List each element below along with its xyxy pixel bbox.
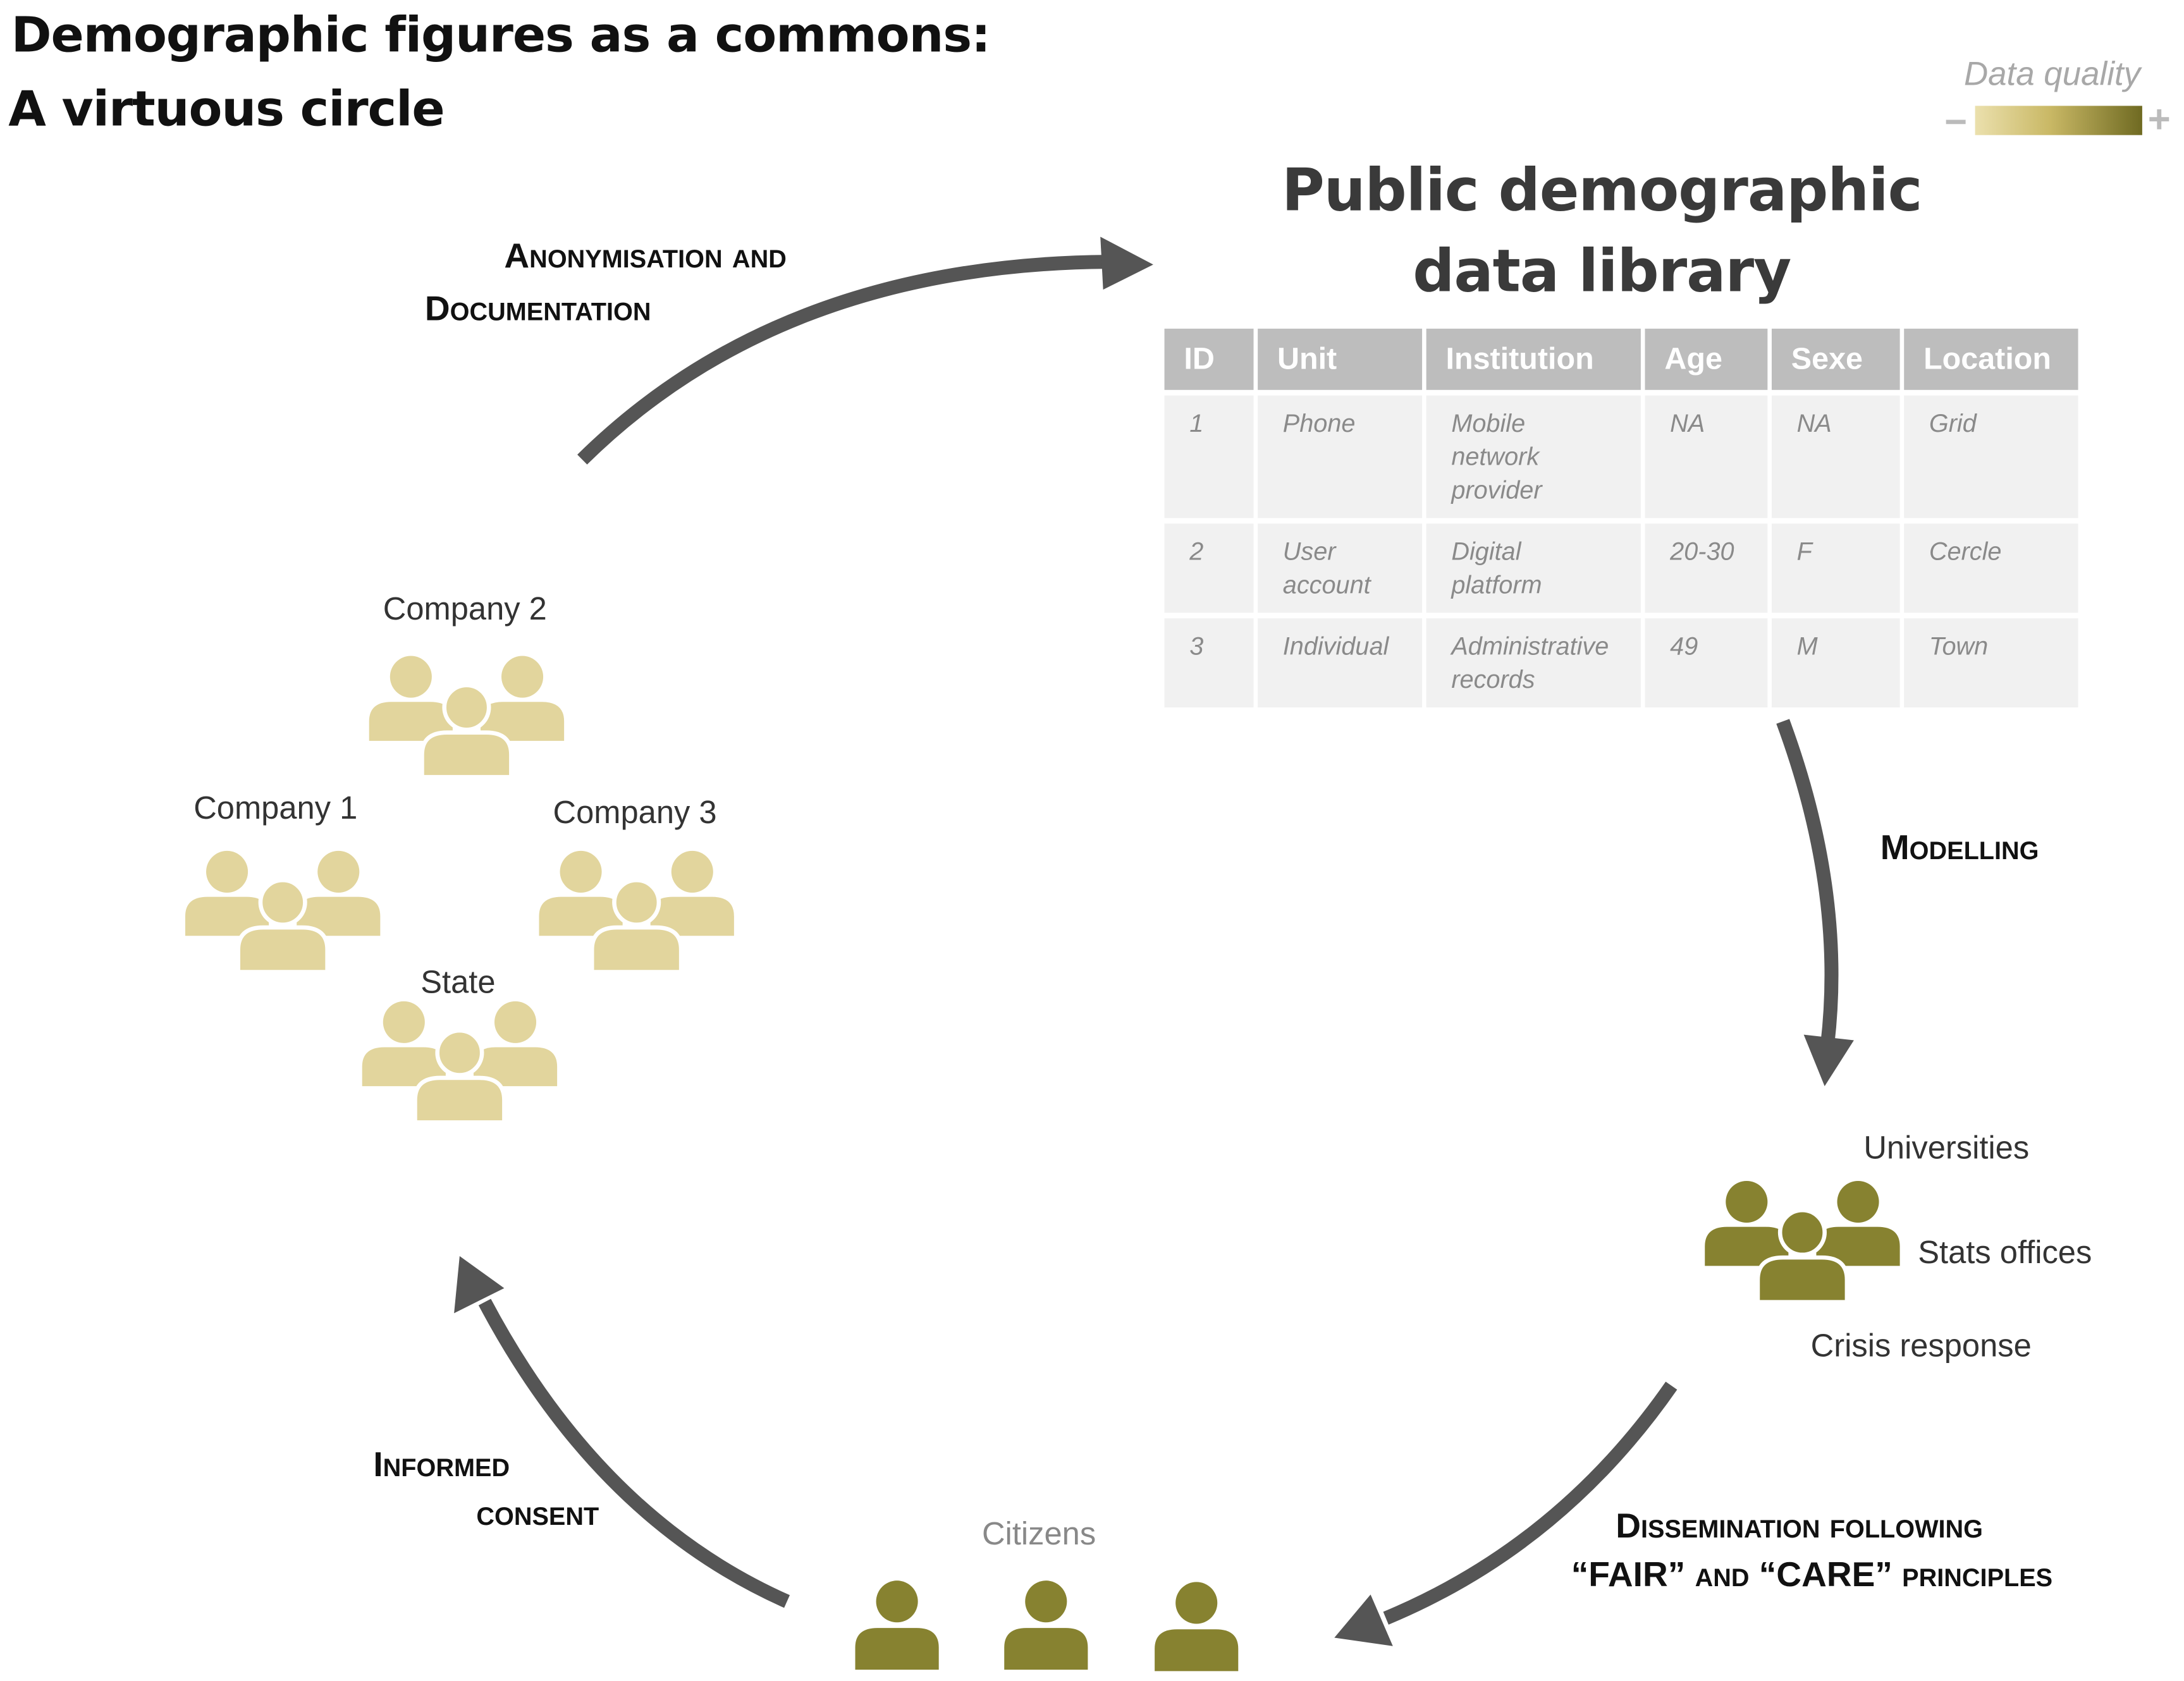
table-cell: User account [1258, 523, 1423, 613]
arrow-anonymisation [577, 255, 1108, 465]
table-cell: 2 [1164, 523, 1254, 613]
data-quality-label: Data quality [1963, 56, 2141, 94]
table-cell: Cercle [1904, 523, 2078, 613]
page-title-line1: Demographic figures as a commons: [11, 8, 991, 64]
table-header-row: ID Unit Institution Age Sexe Location [1164, 328, 2078, 390]
step-anonymisation-line2: Documentation [424, 290, 651, 329]
state-people-icon [362, 1001, 557, 1123]
arrowhead-icon [1334, 1594, 1393, 1646]
table-row: 2 User account Digital platform 20-30 F … [1164, 523, 2078, 613]
users-people-icon [1705, 1181, 1899, 1302]
column-header: Sexe [1771, 328, 1900, 390]
column-header: Unit [1258, 328, 1423, 390]
arrow-dissemination [1383, 1381, 1678, 1625]
arrow-modelling [1776, 719, 1839, 1046]
column-header: Location [1904, 328, 2078, 390]
table-cell: M [1771, 618, 1900, 708]
minus-icon: − [1944, 100, 1968, 144]
table-row: 3 Individual Administrative records 49 M… [1164, 618, 2078, 708]
company2-label: Company 2 [383, 590, 547, 627]
step-consent-line1: Informed [373, 1445, 510, 1485]
table-cell: 20-30 [1645, 523, 1768, 613]
page-title-line2: A virtuous circle [8, 82, 445, 138]
data-library-table: ID Unit Institution Age Sexe Location 1 … [1160, 323, 2082, 713]
step-dissemination-line1: Dissemination following [1616, 1507, 1984, 1546]
library-title-line1: Public demographic [1281, 156, 1923, 224]
table-row: 1 Phone Mobile network provider NA NA Gr… [1164, 395, 2078, 518]
crisis-response-label: Crisis response [1810, 1327, 2032, 1364]
citizens-label: Citizens [981, 1515, 1096, 1551]
company1-people-icon [185, 851, 380, 972]
company3-label: Company 3 [553, 793, 717, 830]
column-header: ID [1164, 328, 1254, 390]
data-quality-gradient-bar [1975, 106, 2142, 135]
step-modelling: Modelling [1880, 828, 2039, 868]
table-cell: NA [1645, 395, 1768, 518]
arrow-consent [478, 1299, 790, 1608]
arrowhead-icon [1803, 1034, 1854, 1087]
step-dissemination-line2: “FAIR” and “CARE” principles [1571, 1555, 2053, 1595]
company2-people-icon [369, 656, 564, 778]
table-cell: 3 [1164, 618, 1254, 708]
table-cell: Mobile network provider [1426, 395, 1641, 518]
column-header: Institution [1426, 328, 1641, 390]
table-cell: 1 [1164, 395, 1254, 518]
company3-people-icon [539, 851, 733, 972]
universities-label: Universities [1863, 1129, 2030, 1166]
table-cell: Town [1904, 618, 2078, 708]
column-header: Age [1645, 328, 1768, 390]
citizen-person-icon [855, 1580, 939, 1670]
citizen-person-icon [1004, 1580, 1088, 1670]
plus-icon: + [2147, 97, 2171, 141]
table-cell: NA [1771, 395, 1900, 518]
table-cell: Administrative records [1426, 618, 1641, 708]
table-cell: Grid [1904, 395, 2078, 518]
state-label: State [420, 963, 496, 1000]
table-cell: Individual [1258, 618, 1423, 708]
citizen-person-icon [1155, 1582, 1239, 1672]
company1-label: Company 1 [193, 789, 358, 826]
table-cell: 49 [1645, 618, 1768, 708]
arrowhead-icon [454, 1256, 505, 1314]
step-anonymisation-line1: Anonymisation and [504, 236, 787, 276]
step-consent-line2: consent [476, 1494, 599, 1534]
table-cell: F [1771, 523, 1900, 613]
table-cell: Digital platform [1426, 523, 1641, 613]
table-cell: Phone [1258, 395, 1423, 518]
stats-offices-label: Stats offices [1918, 1233, 2092, 1270]
arrowhead-icon [1100, 236, 1153, 290]
library-title-line2: data library [1413, 236, 1791, 305]
